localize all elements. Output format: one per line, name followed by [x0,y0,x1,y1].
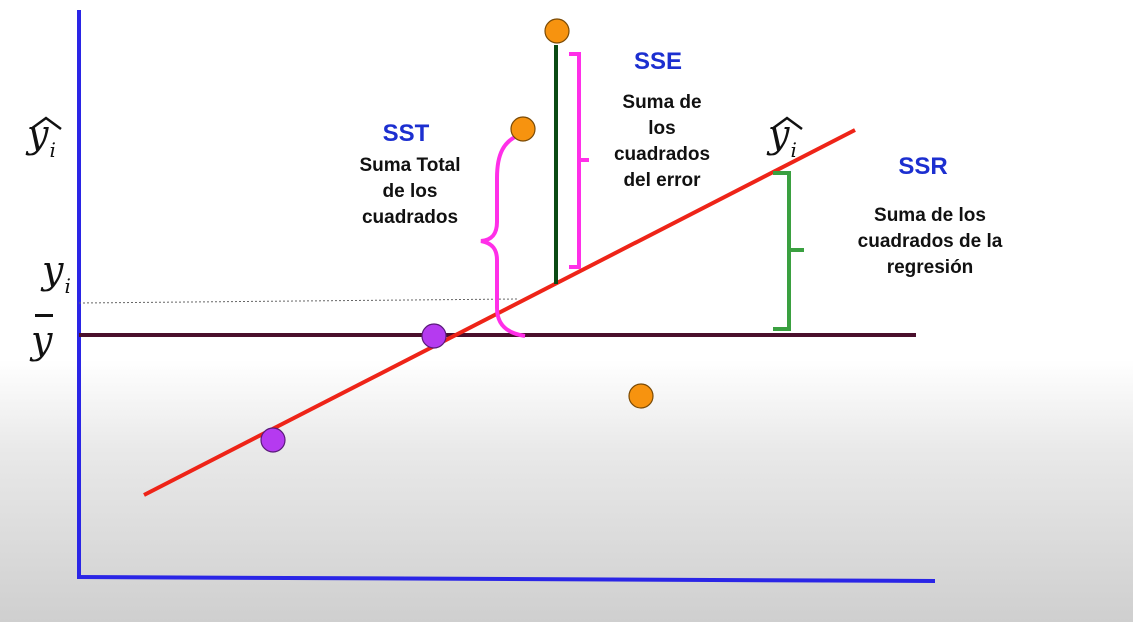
predicted-point-low [260,427,286,453]
ssr-description: Suma de los cuadrados de la regresión [830,203,1030,281]
observed-point-top [544,18,570,44]
ssr-line: regresión [886,257,974,278]
yhat-line-sub: i [790,138,797,162]
sse-bracket [569,52,589,269]
observed-point-low [628,383,654,409]
sst-title: SST [382,120,430,147]
bar-symbol [35,314,53,317]
hat-symbol [29,96,63,140]
x-axis [76,575,936,583]
hat-icon [30,116,62,131]
ssr-title: SSR [898,153,948,180]
yi-axis-label: yi [42,248,71,298]
ybar-base: y [31,318,53,362]
yi-base: y [42,248,64,292]
ssr-line: Suma de los [874,205,986,226]
sse-line: del error [623,170,701,191]
yi-guide-line [78,298,519,304]
regression-line [143,128,856,497]
yhat-line-label: yi [768,112,803,162]
sst-line: cuadrados [361,207,459,228]
sst-line: Suma Total [359,155,461,176]
sse-line: Suma de [622,92,702,113]
ybar-axis-label: y [31,314,53,362]
yhat-sub: i [49,138,56,162]
hat-symbol [770,96,804,140]
yhat-axis-label: yi [27,112,62,162]
sst-description: Suma Total de los cuadrados [330,153,490,231]
ssr-bracket [773,171,804,331]
sst-brace [480,132,526,338]
sse-line: los [648,118,676,139]
ssr-line: cuadrados de la [857,231,1003,252]
yhat-line-base: y [768,112,790,156]
sse-title: SSE [633,48,683,75]
sst-line: de los [382,181,438,202]
hat-icon [771,116,803,131]
predicted-point-mean [421,323,447,349]
observed-point-yi [510,116,536,142]
sse-description: Suma de los cuadrados del error [592,90,732,194]
yi-sub: i [64,274,71,298]
yhat-base: y [27,112,49,156]
sse-line: cuadrados [613,144,711,165]
